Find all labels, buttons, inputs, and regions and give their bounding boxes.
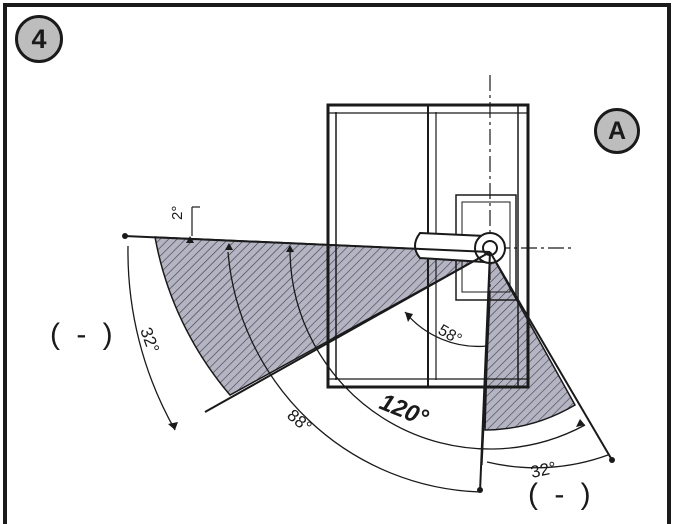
main-opening-label: 120°	[376, 389, 433, 433]
right-limit-angle-label: 32°	[529, 458, 558, 482]
negative-sign-left: ( - )	[50, 318, 117, 351]
arc-arrows	[168, 236, 585, 430]
left-limit-angle-label: 32°	[136, 325, 163, 356]
actuator-arm	[414, 231, 506, 264]
tilt-angle-label: 2°	[169, 206, 186, 220]
view-label-badge: A	[594, 108, 640, 154]
full-sweep-label: 88°	[283, 406, 315, 437]
step-number-badge: 4	[15, 15, 63, 63]
dimension-arcs	[127, 245, 609, 493]
negative-sign-right: ( - )	[528, 478, 595, 511]
limit-lines	[124, 235, 613, 493]
diagram-frame	[3, 3, 671, 524]
left-swing-sector	[154, 236, 493, 396]
end-points	[122, 233, 615, 493]
